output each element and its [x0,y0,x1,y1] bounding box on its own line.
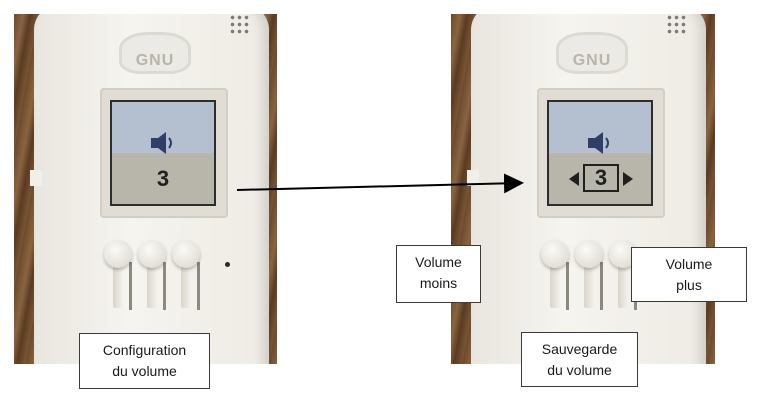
right-button[interactable] [172,240,200,310]
volume-plus-label: Volume plus [631,247,747,302]
device-logo: GNU [119,32,191,74]
decrease-arrow-icon [569,172,579,186]
screen-bezel: 3 [100,88,228,218]
volume-value-edit: 3 [583,164,619,192]
middle-button[interactable] [138,240,166,310]
speaker-grille [229,14,251,36]
volume-minus-button[interactable] [541,240,569,310]
device-photo-right: GNU 3 [451,14,715,364]
lcd-screen: 3 [547,100,653,206]
lcd-screen: 3 [110,100,216,206]
left-button[interactable] [104,240,132,310]
screen-bezel: 3 [537,88,665,218]
volume-save-button[interactable] [575,240,603,310]
status-led [225,262,230,267]
device-body: GNU 3 [30,14,269,364]
save-volume-label: Sauvegarde du volume [521,332,638,387]
increase-arrow-icon [623,172,633,186]
side-tab [467,170,479,186]
volume-minus-label: Volume moins [396,245,481,303]
speaker-grille [666,14,688,36]
volume-value: 3 [156,166,170,191]
config-volume-label: Configuration du volume [79,333,210,389]
volume-speaker-icon [151,132,172,154]
side-tab [30,170,42,186]
volume-speaker-icon [588,132,609,154]
device-logo: GNU [556,32,628,74]
device-photo-left: GNU 3 [14,14,277,364]
